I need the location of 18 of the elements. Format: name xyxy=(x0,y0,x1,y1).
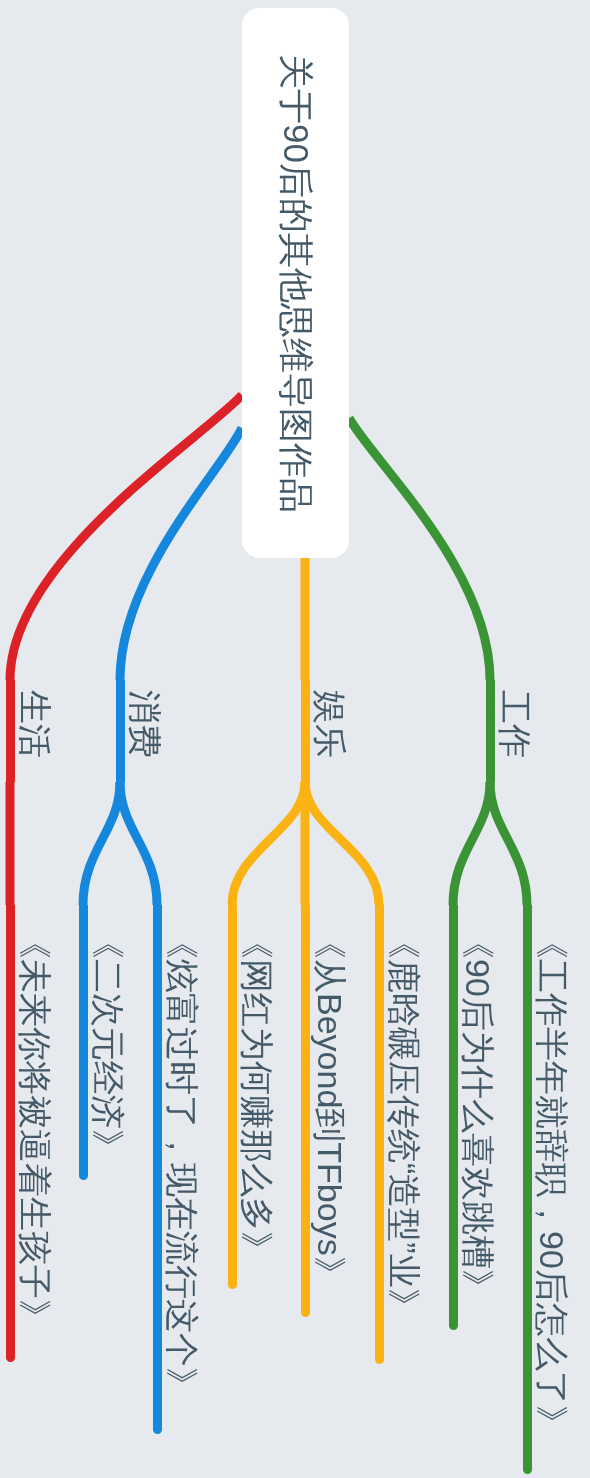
subtopic: 《90后为什么喜欢跳槽》 xyxy=(448,905,497,1330)
subtopic: 《从Beyond到TFboys》 xyxy=(300,905,349,1317)
subtopic: 《鹿晗碾压传统“造型”业》 xyxy=(374,905,423,1364)
branch-topic: 生活 xyxy=(5,680,54,782)
subtopic: 《炫富过时了，现在流行这个》 xyxy=(152,905,201,1434)
branch-topic: 娱乐 xyxy=(300,680,349,782)
branch-topic: 工作 xyxy=(485,680,534,782)
connector-line xyxy=(300,781,384,906)
branch-topic: 消费 xyxy=(115,680,164,782)
connector-line xyxy=(115,781,162,906)
central-topic: 关于90后的其他思维导图作品 xyxy=(242,8,349,558)
connector-line xyxy=(485,781,532,906)
connector-line xyxy=(5,782,15,905)
connector-line xyxy=(300,558,310,680)
subtopic: 《二次元经济》 xyxy=(78,905,127,1180)
subtopic: 《网红为何赚那么多》 xyxy=(227,905,276,1289)
subtopic: 《工作半年就辞职，90后怎么了》 xyxy=(522,905,571,1474)
subtopic: 《未来你将被逼着生孩子》 xyxy=(5,905,54,1362)
